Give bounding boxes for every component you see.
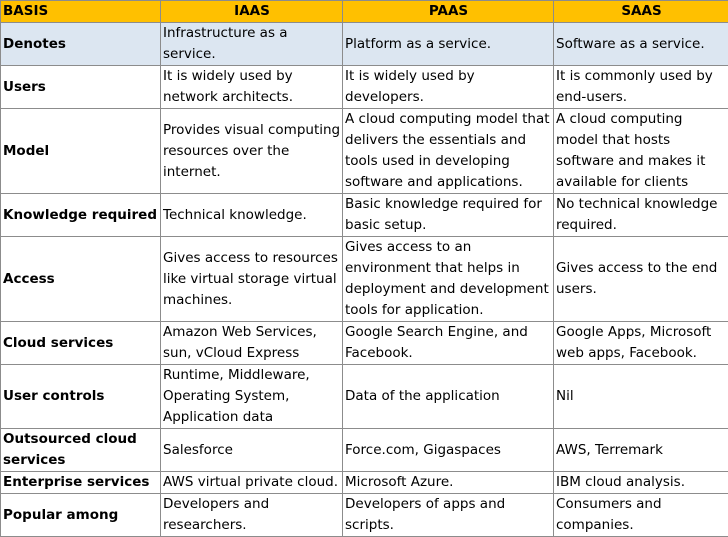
paas-cell: Platform as a service. xyxy=(343,23,554,66)
row-label-cell: Popular among xyxy=(1,494,161,537)
header-cell-basis: BASIS xyxy=(1,1,161,23)
iaas-cell: Amazon Web Services, sun, vCloud Express xyxy=(161,322,343,365)
saas-cell: AWS, Terremark xyxy=(554,429,728,472)
saas-cell: Consumers and companies. xyxy=(554,494,728,537)
iaas-cell: Runtime, Middleware, Operating System, A… xyxy=(161,365,343,429)
row-label-cell: Access xyxy=(1,237,161,322)
header-cell-paas: PAAS xyxy=(343,1,554,23)
paas-cell: It is widely used by developers. xyxy=(343,66,554,109)
paas-cell: A cloud computing model that delivers th… xyxy=(343,109,554,194)
iaas-cell: It is widely used by network architects. xyxy=(161,66,343,109)
table-row: Model Provides visual computing resource… xyxy=(1,109,728,194)
saas-cell: Google Apps, Microsoft web apps, Faceboo… xyxy=(554,322,728,365)
row-label-cell: Outsourced cloud services xyxy=(1,429,161,472)
iaas-cell: Developers and researchers. xyxy=(161,494,343,537)
saas-cell: Gives access to the end users. xyxy=(554,237,728,322)
table-row: Knowledge required Technical knowledge. … xyxy=(1,194,728,237)
row-label-cell: Model xyxy=(1,109,161,194)
iaas-cell: Infrastructure as a service. xyxy=(161,23,343,66)
iaas-cell: Technical knowledge. xyxy=(161,194,343,237)
paas-cell: Microsoft Azure. xyxy=(343,472,554,494)
paas-cell: Google Search Engine, and Facebook. xyxy=(343,322,554,365)
iaas-cell: Gives access to resources like virtual s… xyxy=(161,237,343,322)
header-row: BASIS IAAS PAAS SAAS xyxy=(1,1,728,23)
saas-cell: No technical knowledge required. xyxy=(554,194,728,237)
saas-cell: Software as a service. xyxy=(554,23,728,66)
header-cell-iaas: IAAS xyxy=(161,1,343,23)
table-row: Popular among Developers and researchers… xyxy=(1,494,728,537)
saas-cell: It is commonly used by end-users. xyxy=(554,66,728,109)
paas-cell: Gives access to an environment that help… xyxy=(343,237,554,322)
table-row: Users It is widely used by network archi… xyxy=(1,66,728,109)
table-row: Outsourced cloud services Salesforce For… xyxy=(1,429,728,472)
iaas-cell: AWS virtual private cloud. xyxy=(161,472,343,494)
paas-cell: Basic knowledge required for basic setup… xyxy=(343,194,554,237)
table-row: User controls Runtime, Middleware, Opera… xyxy=(1,365,728,429)
table-row: Denotes Infrastructure as a service. Pla… xyxy=(1,23,728,66)
row-label-cell: User controls xyxy=(1,365,161,429)
row-label-cell: Knowledge required xyxy=(1,194,161,237)
header-cell-saas: SAAS xyxy=(554,1,728,23)
table-row: Enterprise services AWS virtual private … xyxy=(1,472,728,494)
paas-cell: Data of the application xyxy=(343,365,554,429)
table-row: Access Gives access to resources like vi… xyxy=(1,237,728,322)
saas-cell: A cloud computing model that hosts softw… xyxy=(554,109,728,194)
paas-cell: Developers of apps and scripts. xyxy=(343,494,554,537)
row-label-cell: Denotes xyxy=(1,23,161,66)
iaas-cell: Salesforce xyxy=(161,429,343,472)
paas-cell: Force.com, Gigaspaces xyxy=(343,429,554,472)
iaas-cell: Provides visual computing resources over… xyxy=(161,109,343,194)
row-label-cell: Cloud services xyxy=(1,322,161,365)
saas-cell: IBM cloud analysis. xyxy=(554,472,728,494)
row-label-cell: Enterprise services xyxy=(1,472,161,494)
saas-cell: Nil xyxy=(554,365,728,429)
table-row: Cloud services Amazon Web Services, sun,… xyxy=(1,322,728,365)
row-label-cell: Users xyxy=(1,66,161,109)
